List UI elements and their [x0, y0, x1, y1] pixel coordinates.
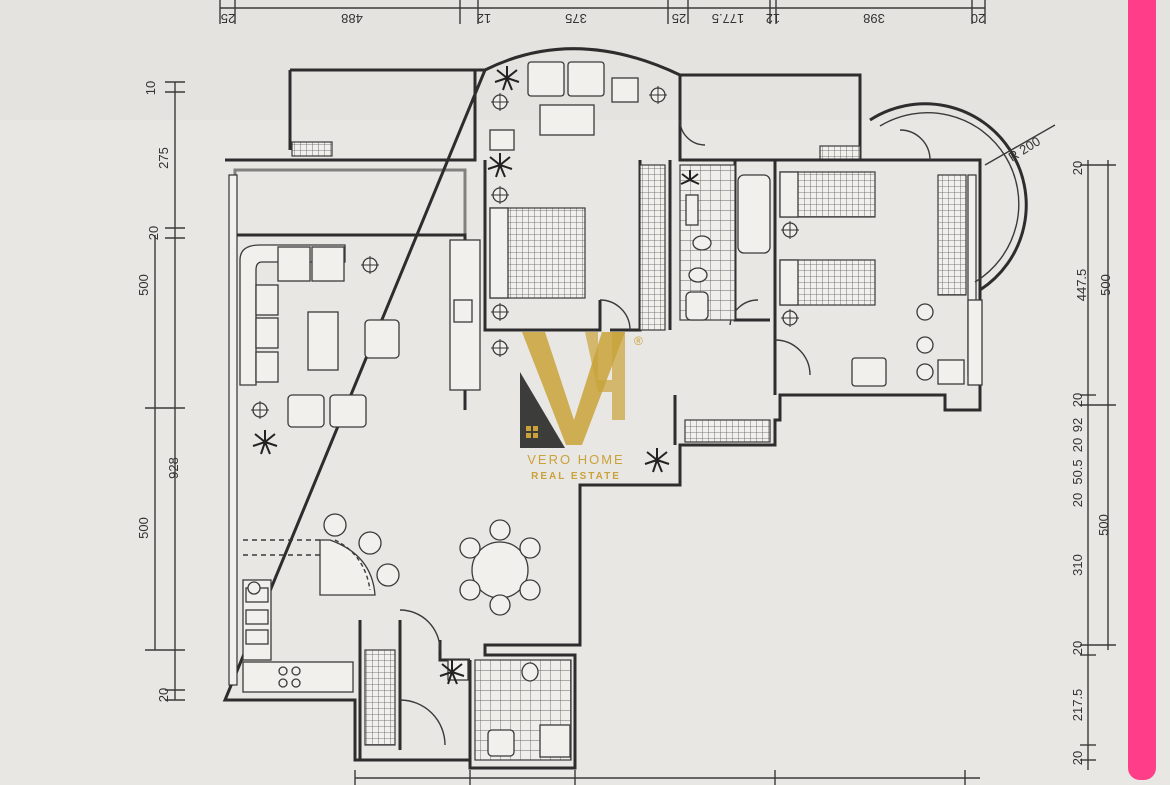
doors: [399, 119, 931, 746]
dim-top-0: 25: [221, 11, 235, 26]
dim-right-5: 20: [1070, 438, 1085, 452]
dim-top-8: 20: [971, 11, 985, 26]
left-dimension-labels: 10 275 20 500 928 500 20: [136, 81, 181, 702]
dim-left-4: 928: [166, 457, 181, 479]
dim-left-1: 275: [156, 147, 171, 169]
dim-right-11: 217.5: [1070, 689, 1085, 722]
dim-left-2: 20: [146, 226, 161, 240]
logo-name: VERO HOME: [527, 452, 624, 467]
right-dimension-lines: [1080, 160, 1116, 770]
vero-home-logo: ® VERO HOME REAL ESTATE: [520, 332, 645, 482]
dim-right-9: 310: [1070, 554, 1085, 576]
dim-right-1: 447.5: [1074, 269, 1089, 302]
logo-h-mark: [585, 332, 625, 420]
logo-tagline: REAL ESTATE: [531, 471, 621, 482]
dim-left-0: 10: [143, 81, 158, 95]
dim-right-12: 20: [1070, 751, 1085, 765]
dim-right-6: 50.5: [1070, 459, 1085, 484]
logo-v-mark: [522, 332, 625, 445]
dim-right-8: 500: [1096, 514, 1111, 536]
dim-right-3: 20: [1070, 393, 1085, 407]
logo-house-mark: [520, 372, 565, 448]
dim-top-5: 177.5: [712, 11, 745, 26]
dim-top-2: 12: [477, 11, 491, 26]
accent-edge-bar: [1128, 0, 1156, 780]
dim-right-10: 20: [1070, 641, 1085, 655]
master-bedroom-furniture: [489, 61, 666, 331]
dim-right-2: 500: [1098, 274, 1113, 296]
right-dimension-labels: 20 447.5 500 20 92 20 50.5 20 500 310 20…: [1070, 161, 1113, 765]
dim-right-4: 92: [1070, 418, 1085, 432]
bottom-dimension-line: [354, 770, 980, 785]
dim-left-6: 20: [156, 688, 171, 702]
dim-left-3: 500: [136, 274, 151, 296]
dim-right-7: 20: [1070, 493, 1085, 507]
top-dimension-line: [219, 0, 986, 24]
living-room-furniture: [239, 239, 481, 428]
left-dimension-lines: [145, 81, 185, 701]
dim-right-0: 20: [1070, 161, 1085, 175]
logo-registered: ®: [634, 334, 645, 348]
top-dimension-labels: 25 488 12 375 25 177.5 12 398 20: [221, 11, 985, 26]
dim-top-6: 12: [766, 11, 780, 26]
lamp-icons: [247, 86, 799, 595]
dim-top-4: 25: [672, 11, 686, 26]
guest-bath-closets: [364, 419, 771, 761]
bedroom-two-furniture: [779, 171, 983, 387]
kitchen-dining-furniture: [242, 513, 541, 693]
bathroom-fixtures: [679, 164, 771, 321]
plant-icons: [252, 66, 700, 685]
dim-top-3: 375: [565, 11, 587, 26]
dim-top-1: 488: [341, 11, 363, 26]
dim-top-7: 398: [863, 11, 885, 26]
dim-left-5: 500: [136, 517, 151, 539]
